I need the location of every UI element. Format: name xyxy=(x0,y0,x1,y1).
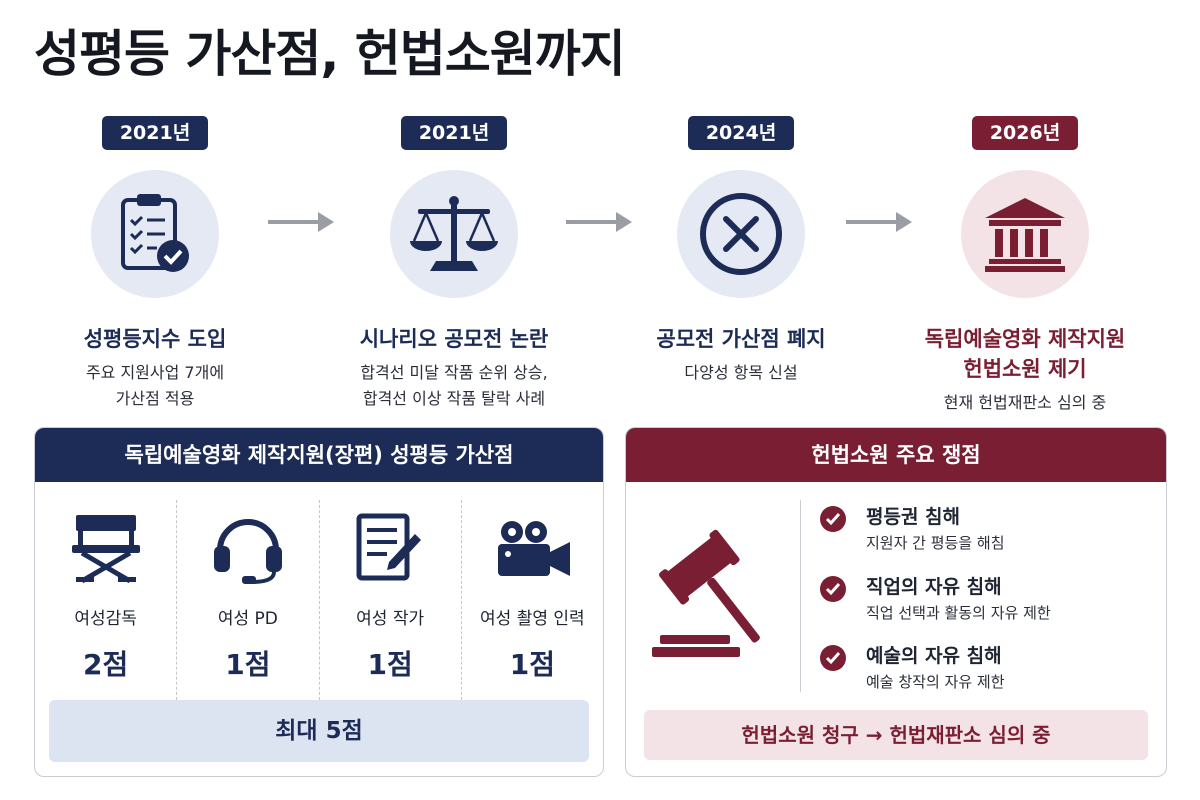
step-title: 공모전 가산점 폐지 xyxy=(656,327,826,351)
panel-header: 독립예술영화 제작지원(장편) 성평등 가산점 xyxy=(35,428,603,482)
issue-title: 직업의 자유 침해 xyxy=(866,576,1002,598)
bonus-label: 여성 PD xyxy=(217,609,278,629)
scales-icon xyxy=(410,196,498,271)
timeline-step-4: 2026년 독립예술영화 제작지원 헌법소원 제기 현재 헌법재판소 심의 중 xyxy=(885,116,1165,416)
page-title: 성평등 가산점, 헌법소원까지 xyxy=(34,25,626,83)
bonus-points: 1점 xyxy=(367,648,413,681)
desc-line: 주요 지원사업 7개에 xyxy=(85,363,225,382)
bonus-list: 여성감독 2점 여성 PD 1점 xyxy=(35,500,603,705)
clipboard-check-icon xyxy=(121,194,189,272)
step-description: 합격선 미달 작품 순위 상승, 합격선 이상 작품 탈락 사례 xyxy=(314,360,594,412)
issue-title: 평등권 침해 xyxy=(866,506,961,528)
timeline-step-3: 2024년 공모전 가산점 폐지 다양성 항목 신설 xyxy=(601,116,881,386)
bonus-label: 여성 촬영 인력 xyxy=(480,609,585,629)
title-line: 독립예술영화 제작지원 xyxy=(924,327,1126,351)
step-description: 주요 지원사업 7개에 가산점 적용 xyxy=(15,360,295,412)
bonus-label: 여성감독 xyxy=(74,609,137,629)
script-pen-icon xyxy=(356,513,422,581)
bonus-points-panel: 독립예술영화 제작지원(장편) 성평등 가산점 여성감독 2점 xyxy=(34,427,604,777)
check-circle-icon xyxy=(820,576,846,602)
check-circle-icon xyxy=(820,645,846,671)
icon-circle xyxy=(961,170,1089,298)
bonus-item: 여성 촬영 인력 1점 xyxy=(460,500,603,705)
timeline-step-2: 2021년 시나리오 공모전 논란 합격선 미달 작품 순위 상승, 합격선 이… xyxy=(314,116,594,412)
year-badge: 2024년 xyxy=(687,116,795,150)
divider xyxy=(800,500,801,692)
headset-icon xyxy=(213,519,282,584)
check-circle-icon xyxy=(820,506,846,532)
panel-header: 헌법소원 주요 쟁점 xyxy=(626,428,1166,482)
x-circle-icon xyxy=(700,193,782,275)
step-description: 다양성 항목 신설 xyxy=(601,360,881,386)
director-chair-icon xyxy=(71,515,140,583)
step-title: 시나리오 공모전 논란 xyxy=(359,327,549,351)
desc-line: 다양성 항목 신설 xyxy=(684,363,798,382)
icon-circle xyxy=(91,170,219,298)
arrow-right-icon xyxy=(268,212,334,232)
constitutional-issues-panel: 헌법소원 주요 쟁점 평등권 침해 지원자 간 평등을 해침 직업의 자유 침해… xyxy=(625,427,1167,777)
icon-circle xyxy=(390,170,518,298)
title-line: 헌법소원 제기 xyxy=(963,357,1087,381)
icon-circle xyxy=(677,170,805,298)
film-camera-icon xyxy=(498,521,571,576)
bonus-points: 2점 xyxy=(83,648,129,681)
desc-line: 가산점 적용 xyxy=(115,389,195,408)
issue-desc: 직업 선택과 활동의 자유 제한 xyxy=(866,604,1051,622)
courthouse-icon xyxy=(985,198,1065,272)
arrow-right-icon xyxy=(846,212,912,232)
issue-desc: 예술 창작의 자유 제한 xyxy=(866,673,1005,691)
arrow-right-icon xyxy=(566,212,632,232)
bonus-item: 여성 PD 1점 xyxy=(176,500,318,705)
bonus-item: 여성감독 2점 xyxy=(35,500,176,705)
issue-desc: 지원자 간 평등을 해침 xyxy=(866,534,1005,552)
gavel-icon xyxy=(652,529,760,657)
issue-title: 예술의 자유 침해 xyxy=(866,645,1002,667)
claim-status-bar: 헌법소원 청구 → 헌법재판소 심의 중 xyxy=(644,710,1148,760)
step-description: 현재 헌법재판소 심의 중 xyxy=(885,390,1165,416)
year-badge: 2026년 xyxy=(971,116,1079,150)
bonus-label: 여성 작가 xyxy=(356,609,425,629)
bonus-points: 1점 xyxy=(225,648,271,681)
timeline-step-1: 2021년 성평등지수 도입 주요 지원사업 7개에 가산점 적용 xyxy=(15,116,295,412)
year-badge: 2021년 xyxy=(101,116,209,150)
bonus-item: 여성 작가 1점 xyxy=(318,500,461,705)
desc-line: 합격선 이상 작품 탈락 사례 xyxy=(362,389,546,408)
step-title: 성평등지수 도입 xyxy=(83,327,227,351)
step-title: 독립예술영화 제작지원 헌법소원 제기 xyxy=(885,324,1165,384)
desc-line: 합격선 미달 작품 순위 상승, xyxy=(360,363,548,382)
year-badge: 2021년 xyxy=(400,116,508,150)
max-points-bar: 최대 5점 xyxy=(49,700,589,762)
bonus-points: 1점 xyxy=(509,648,555,681)
desc-line: 현재 헌법재판소 심의 중 xyxy=(943,393,1107,412)
